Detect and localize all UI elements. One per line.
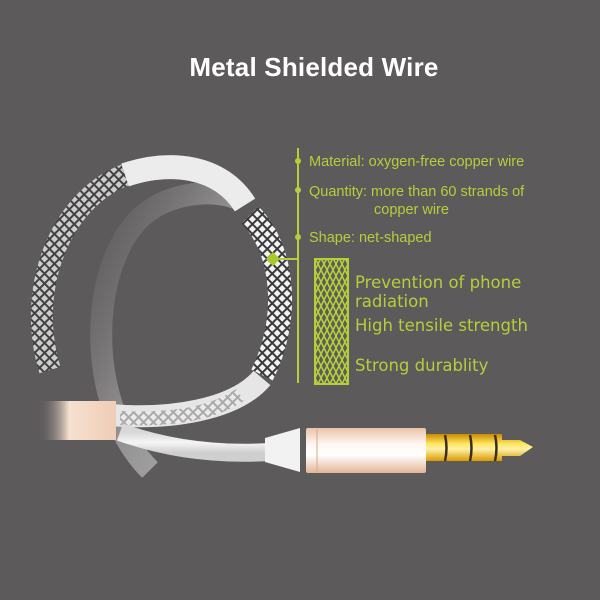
net-pattern-icon: [314, 258, 349, 385]
pointer-diamond-icon: [266, 252, 280, 266]
bullet-icon: [295, 187, 301, 193]
bullet-icon: [295, 234, 301, 240]
benefit-durability: Strong durablity: [355, 356, 489, 375]
benefit-tensile: High tensile strength: [355, 316, 528, 335]
feature-shape: Shape: net-shaped: [309, 230, 432, 246]
page-title: Metal Shielded Wire: [189, 52, 439, 82]
plug-strain-relief: [265, 428, 300, 472]
bullet-icon: [295, 158, 301, 164]
cable-main: [116, 423, 271, 462]
feature-quantity: Quantity: more than 60 strands of: [309, 184, 525, 200]
mesh-ring-left: [31, 164, 130, 374]
left-connector-sleeve: [38, 401, 116, 440]
feature-material: Material: oxygen-free copper wire: [309, 154, 525, 170]
cable-jacket-top: [121, 155, 256, 212]
feature-quantity-cont: copper wire: [374, 202, 449, 218]
plug-sleeve: [306, 428, 426, 473]
benefit-radiation: Prevention of phone radiation: [355, 273, 522, 311]
mesh-ring-right: [241, 206, 293, 381]
gold-plug-tip: [426, 434, 533, 461]
